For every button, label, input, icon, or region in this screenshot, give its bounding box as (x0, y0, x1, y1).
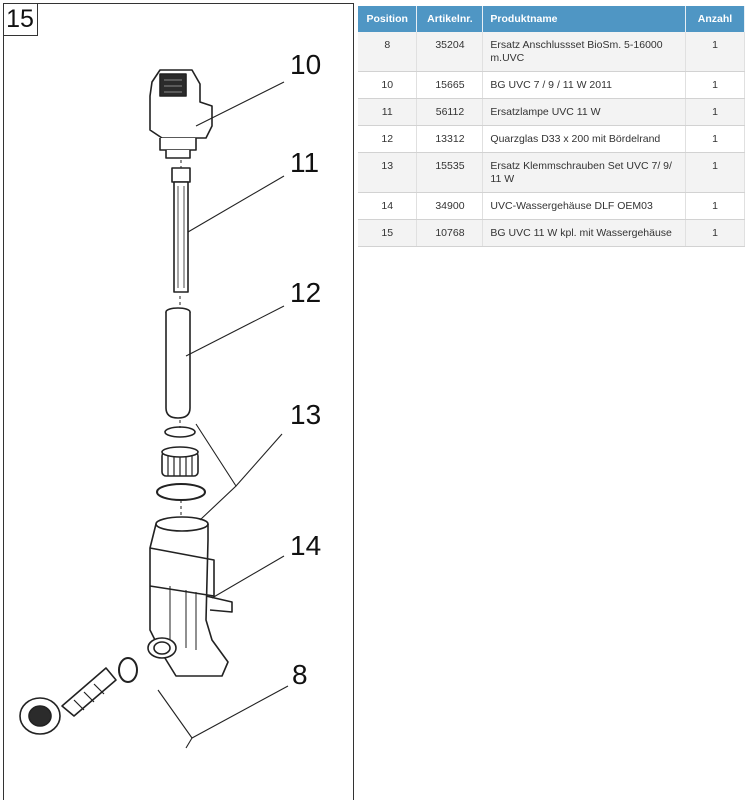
cell-position: 11 (358, 98, 418, 126)
cell-quantity: 1 (685, 152, 745, 193)
cell-article: 15665 (416, 71, 484, 99)
table-row: 15 10768 BG UVC 11 W kpl. mit Wassergehä… (358, 219, 745, 247)
table-row: 11 56112 Ersatzlampe UVC 11 W 1 (358, 98, 745, 126)
cell-article: 34900 (416, 192, 484, 220)
quartz-glass-part (165, 307, 191, 419)
table-row: 8 35204 Ersatz Anschlussset BioSm. 5-160… (358, 32, 745, 72)
table-row: 12 13312 Quarzglas D33 x 200 mit Bördelr… (358, 125, 745, 153)
leader-lines (157, 81, 289, 749)
header-quantity: Anzahl (685, 6, 745, 32)
cell-article: 35204 (416, 32, 484, 72)
parts-list-table: Position Artikelnr. Produktname Anzahl 8… (358, 6, 745, 247)
callout-13: 13 (290, 399, 321, 430)
cell-quantity: 1 (685, 125, 745, 153)
clamp-screw-set-part (156, 426, 206, 501)
cell-product-name: Ersatz Klemmschrauben Set UVC 7/ 9/ 11 W (482, 152, 687, 193)
cell-quantity: 1 (685, 71, 745, 99)
cell-position: 10 (358, 71, 418, 99)
cell-position: 13 (358, 152, 418, 193)
callout-12: 12 (290, 277, 321, 308)
cell-article: 10768 (416, 219, 484, 247)
table-row: 14 34900 UVC-Wassergehäuse DLF OEM03 1 (358, 192, 745, 220)
cell-product-name: BG UVC 7 / 9 / 11 W 2011 (482, 71, 687, 99)
cell-product-name: Ersatzlampe UVC 11 W (482, 98, 687, 126)
exploded-parts-drawing: 15 (0, 0, 354, 800)
callout-8: 8 (292, 659, 308, 690)
cell-product-name: Ersatz Anschlussset BioSm. 5-16000 m.UVC (482, 32, 687, 72)
cell-position: 15 (358, 219, 418, 247)
cell-quantity: 1 (685, 192, 745, 220)
cell-article: 13312 (416, 125, 484, 153)
cell-article: 15535 (416, 152, 484, 193)
callout-10: 10 (290, 49, 321, 80)
water-housing-part (147, 516, 233, 677)
cell-position: 8 (358, 32, 418, 72)
table-row: 10 15665 BG UVC 7 / 9 / 11 W 2011 1 (358, 71, 745, 99)
figure-frame (3, 3, 354, 800)
figure-number: 15 (3, 3, 38, 36)
cell-position: 14 (358, 192, 418, 220)
header-product-name: Produktname (482, 6, 687, 32)
cell-product-name: BG UVC 11 W kpl. mit Wassergehäuse (482, 219, 687, 247)
header-article: Artikelnr. (416, 6, 484, 32)
cell-quantity: 1 (685, 32, 745, 72)
header-position: Position (358, 6, 418, 32)
cell-quantity: 1 (685, 219, 745, 247)
cell-quantity: 1 (685, 98, 745, 126)
cell-product-name: UVC-Wassergehäuse DLF OEM03 (482, 192, 687, 220)
connection-set-part (19, 657, 138, 735)
table-header-row: Position Artikelnr. Produktname Anzahl (358, 6, 745, 32)
uv-lamp-part (171, 167, 191, 293)
callout-11: 11 (290, 147, 319, 178)
table-row: 13 15535 Ersatz Klemmschrauben Set UVC 7… (358, 152, 745, 193)
parts-illustration: 10 11 12 13 14 8 (19, 49, 321, 749)
callout-14: 14 (290, 530, 321, 561)
cell-article: 56112 (416, 98, 484, 126)
ballast-head-part (149, 69, 213, 159)
cell-product-name: Quarzglas D33 x 200 mit Bördelrand (482, 125, 687, 153)
cell-position: 12 (358, 125, 418, 153)
